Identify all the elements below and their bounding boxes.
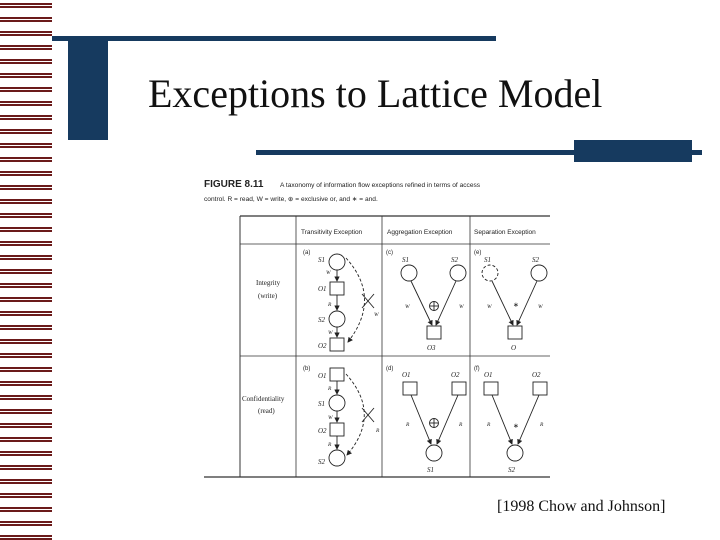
node-label: O1: [318, 372, 327, 380]
edge-label: W: [326, 270, 331, 276]
edge-label: W: [328, 330, 333, 336]
table-grid: [204, 215, 550, 478]
node-label: O2: [318, 427, 327, 435]
lower-accent-block: [574, 140, 692, 162]
edge-label: R: [539, 422, 544, 428]
edge-label: R: [327, 386, 332, 392]
node-label: S2: [508, 466, 516, 474]
node-label: S2: [318, 458, 326, 466]
panel-label-e: (e): [474, 250, 481, 256]
node-label: S2: [318, 316, 326, 324]
node-label: O1: [484, 371, 493, 379]
edge-label: W: [459, 304, 464, 310]
node-label: O2: [451, 371, 460, 379]
node-label: O2: [532, 371, 541, 379]
and-operator: ∗: [513, 422, 519, 430]
figure-label: FIGURE 8.11: [204, 179, 264, 190]
edge-label: W: [487, 304, 492, 310]
edge-label: R: [375, 428, 380, 434]
edge-label: R: [486, 422, 491, 428]
edge-label: R: [458, 422, 463, 428]
lower-accent-bar: [256, 150, 702, 155]
panel-label-d: (d): [386, 366, 393, 372]
row-sub-confidentiality: (read): [258, 407, 275, 415]
node-label: S1: [318, 400, 325, 408]
panel-label-c: (c): [386, 250, 393, 256]
node-label: O1: [402, 371, 411, 379]
row-label-integrity: Integrity: [256, 279, 281, 287]
slide-title: Exceptions to Lattice Model: [148, 71, 603, 116]
top-accent-bar: [52, 36, 496, 41]
column-header-aggregation: Aggregation Exception: [387, 229, 453, 236]
node-label: S2: [532, 256, 540, 264]
row-label-confidentiality: Confidentiality: [242, 395, 285, 403]
panel-a: [328, 253, 375, 352]
panel-label-b: (b): [303, 366, 310, 372]
figure-caption-line2: control. R = read, W = write, ⊕ = exclus…: [204, 196, 378, 203]
node-label: O: [511, 344, 516, 352]
panel-e: [481, 264, 548, 340]
node-label: O1: [318, 285, 327, 293]
node-label: S2: [451, 256, 459, 264]
panel-d: [402, 381, 467, 462]
decorative-stripe: [0, 0, 52, 540]
edge-label: W: [374, 312, 379, 318]
panel-label-a: (a): [303, 250, 310, 256]
node-label: O3: [427, 344, 436, 352]
and-operator: ∗: [513, 301, 519, 309]
citation: [1998 Chow and Johnson]: [497, 498, 666, 515]
vertical-accent-bar: [68, 36, 108, 140]
node-label: S1: [318, 256, 325, 264]
panel-c: [400, 264, 467, 340]
panel-b: [328, 367, 375, 467]
edge-label: W: [328, 415, 333, 421]
edge-label: W: [538, 304, 543, 310]
column-header-transitivity: Transitivity Exception: [301, 229, 363, 236]
node-label: S1: [427, 466, 434, 474]
column-header-separation: Separation Exception: [474, 229, 536, 236]
panel-label-f: (f): [474, 366, 480, 372]
panel-f: [483, 381, 548, 462]
edge-label: R: [327, 302, 332, 308]
figure-caption-line1: A taxonomy of information flow exception…: [280, 182, 481, 189]
node-label: S1: [402, 256, 409, 264]
taxonomy-figure: FIGURE 8.11 A taxonomy of information fl…: [204, 179, 550, 478]
edge-label: R: [405, 422, 410, 428]
node-label: O2: [318, 342, 327, 350]
node-label: S1: [484, 256, 491, 264]
edge-label: R: [327, 442, 332, 448]
edge-label: W: [405, 304, 410, 310]
row-sub-integrity: (write): [258, 292, 278, 300]
